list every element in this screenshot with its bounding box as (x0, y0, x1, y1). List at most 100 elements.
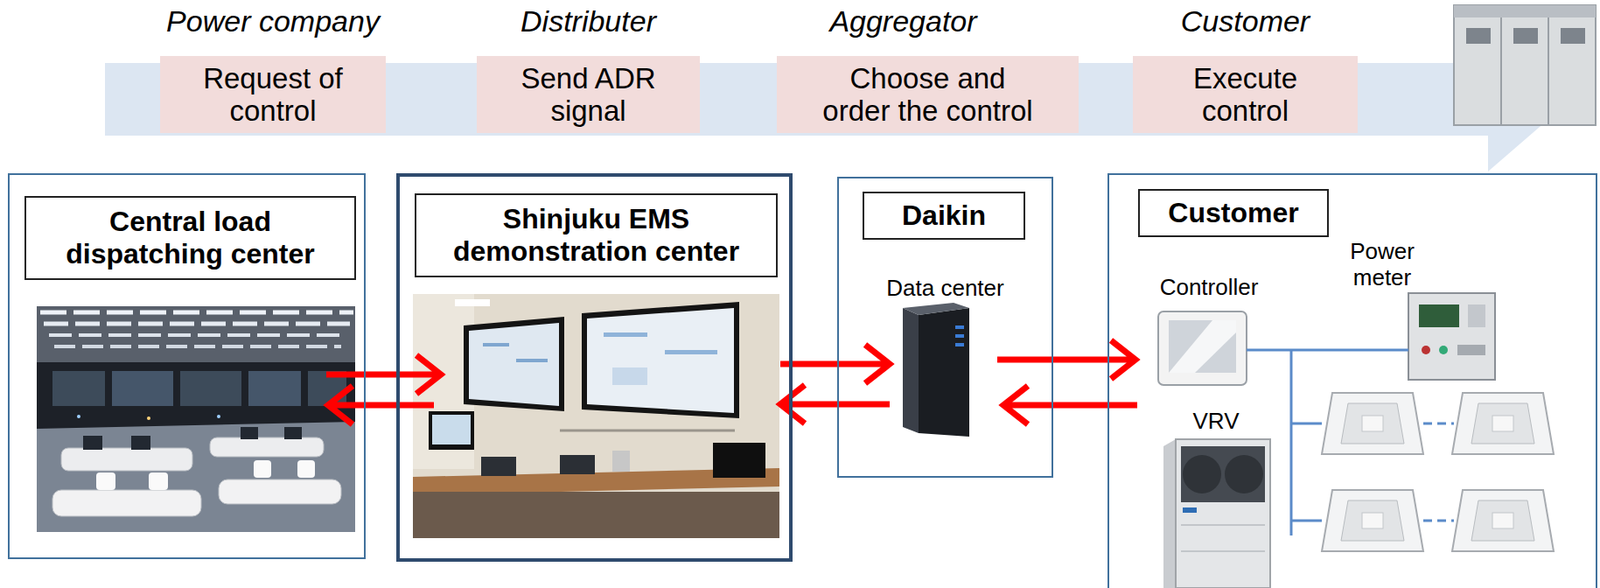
step-box: DistributerSend ADR signal (476, 55, 700, 133)
control-room-photo-part (61, 447, 193, 471)
control-room-photo-part (146, 416, 151, 420)
control-room-photo-part (216, 414, 221, 419)
system-panel: Shinjuku EMS demonstration center (396, 173, 793, 562)
demonstration-room-photo-part (612, 450, 630, 472)
system-panel: Customer (1107, 173, 1598, 588)
server-icon-part (955, 342, 965, 347)
demonstration-room-photo-part (454, 299, 490, 307)
demonstration-room-photo-part (559, 429, 735, 433)
system-panel: DaikinData center (837, 176, 1054, 478)
power-meter-icon-part (1421, 345, 1431, 355)
demonstration-room-photo-part (603, 332, 648, 337)
server-icon-part (902, 307, 919, 434)
control-room-photo-part (40, 310, 354, 315)
wiring-part (1246, 349, 1409, 352)
switchgear-icon-part (1547, 17, 1550, 126)
demonstration-room-photo-part (664, 349, 718, 355)
system-panel: Central load dispatching center (7, 173, 366, 559)
power-meter-icon-part (1408, 293, 1496, 380)
control-room-photo-part (48, 333, 347, 337)
indoor-unit-icons-part-part (1452, 392, 1554, 455)
demonstration-room-photo-part (586, 307, 734, 413)
power-meter-icon-part (1439, 345, 1448, 355)
signal-arrow (328, 385, 434, 425)
switchgear-icon-part (1453, 5, 1596, 18)
power-meter-icon-part (1457, 344, 1486, 356)
indoor-unit-icons-part-part (1321, 489, 1424, 552)
vrv-unit-icon-part (1182, 454, 1222, 494)
control-room-photo-part (76, 414, 81, 419)
stage-heading: Power company (81, 1, 465, 41)
switchgear-icon-part (1453, 5, 1596, 126)
device-label: Controller (1147, 273, 1271, 301)
server-icon-part (955, 325, 965, 329)
step-box: AggregatorChoose and order the control (776, 55, 1079, 133)
flow-band (104, 28, 1572, 172)
indoor-unit-icons-part-part (1321, 392, 1424, 455)
vrv-unit-icon-part (1175, 439, 1271, 588)
demonstration-room-photo-part (581, 301, 740, 419)
wiring-part (1291, 519, 1322, 523)
demonstration-room-photo-part (559, 454, 595, 475)
demonstration-room-photo-part (432, 414, 471, 445)
switchgear-icon-part (1513, 27, 1538, 44)
controller-icon-part (1168, 320, 1237, 373)
signal-arrow (780, 384, 890, 424)
control-room-photo-part (83, 435, 103, 450)
control-room-photo-part (284, 426, 302, 440)
vrv-unit-icon-part (1163, 439, 1176, 588)
step-text: Execute control (1158, 62, 1334, 127)
indoor-unit-icons-part (1452, 489, 1554, 552)
indoor-unit-icons-part-part (1362, 415, 1384, 432)
step-box: CustomerExecute control (1132, 55, 1358, 133)
control-room-photo-part (209, 437, 324, 457)
demonstration-room-photo-part (481, 456, 517, 476)
control-room-photo-part (218, 479, 342, 504)
control-room-photo-part (52, 370, 105, 406)
demonstration-room-photo-part (412, 491, 780, 538)
control-room-photo-part (36, 362, 356, 429)
control-room-photo-part (248, 370, 301, 406)
vrv-unit-icon-part (1180, 550, 1265, 552)
control-room-photo-part (36, 306, 356, 364)
demonstration-room-photo-part (612, 367, 648, 385)
control-room-photo-part (111, 370, 174, 406)
server-icon-part (955, 334, 965, 338)
indoor-unit-icons-part-part (1362, 512, 1384, 529)
indoor-unit-icons (1321, 392, 1554, 552)
controller-icon-part (1158, 311, 1247, 385)
panel-title: Central load dispatching center (24, 195, 357, 280)
control-room-photo-part (36, 421, 356, 532)
panel-title: Daikin (862, 191, 1026, 240)
wiring-part (1290, 349, 1293, 536)
wiring-part (1423, 519, 1454, 523)
indoor-unit-icons-part-part (1492, 512, 1514, 529)
switchgear-icon-part (1500, 17, 1503, 126)
indoor-unit-icons-part (1321, 392, 1424, 455)
switchgear-icon (1453, 5, 1596, 126)
step-text: Request of control (172, 62, 374, 127)
signal-arrow (780, 344, 890, 384)
vrv-unit-icon-part (1180, 524, 1265, 526)
demonstration-room-photo-part (468, 322, 559, 406)
panel-subtitle: Data center (838, 274, 1052, 301)
step-text: Choose and order the control (816, 62, 1040, 127)
demonstration-room-photo-part (428, 411, 475, 450)
control-room-photo-part (43, 321, 350, 327)
control-room-photo-part (36, 306, 356, 532)
control-room-photo-part (54, 344, 342, 349)
control-room-photo-part (297, 460, 315, 478)
control-room-photo-part (180, 370, 242, 406)
demonstration-room-photo-part (412, 293, 780, 538)
demonstration-room-photo-part (712, 442, 766, 478)
control-room-photo-part (96, 472, 116, 490)
control-room-photo-part (253, 460, 272, 478)
demonstration-room-photo-part (463, 316, 565, 412)
server-icon-part (918, 307, 970, 437)
vrv-unit-icon (1163, 439, 1271, 588)
demonstration-room-photo-part (516, 358, 548, 363)
demonstration-room-photo-part (482, 342, 510, 347)
step-box: Power companyRequest of control (160, 55, 386, 133)
indoor-unit-icons-part-part (1452, 489, 1554, 552)
